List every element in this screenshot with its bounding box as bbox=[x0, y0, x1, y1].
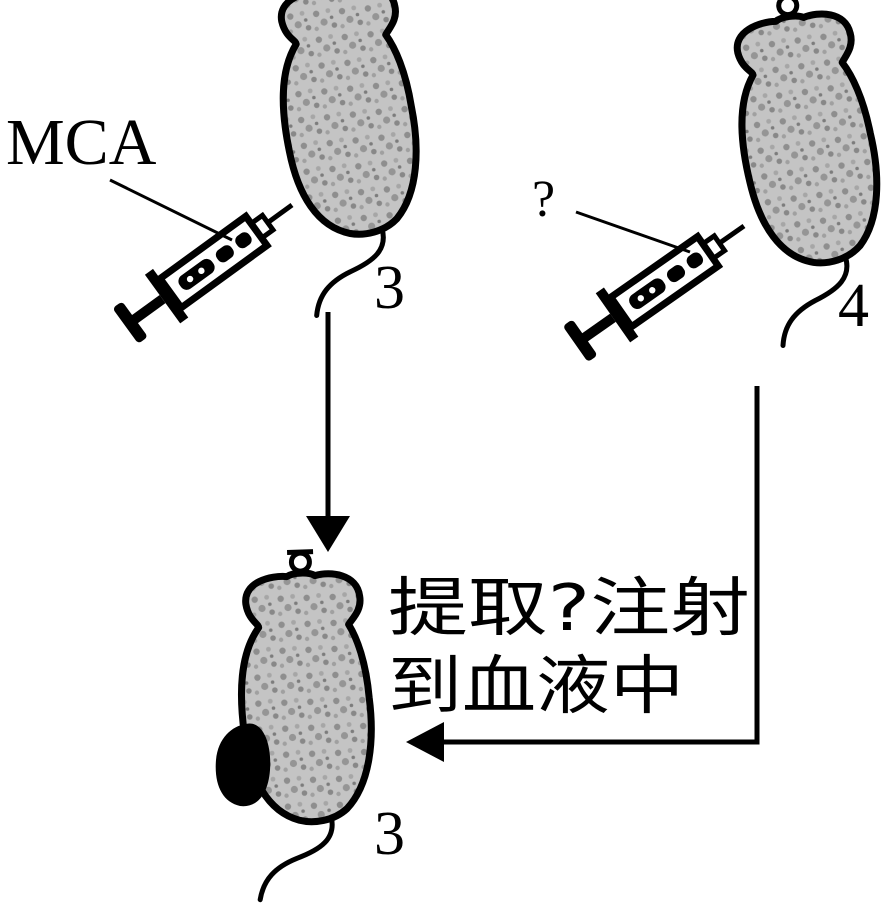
syringe-top-right bbox=[558, 201, 761, 368]
syringe-icon bbox=[108, 181, 310, 351]
mouse-bottom bbox=[215, 550, 378, 900]
tumor-icon bbox=[215, 723, 271, 807]
mouse-number-bottom: 3 bbox=[374, 800, 405, 868]
mouse-number-top-right: 4 bbox=[838, 272, 869, 340]
mouse-icon bbox=[236, 550, 377, 900]
instruction-line-1: 提取?注射 bbox=[388, 572, 750, 646]
arrow-icon bbox=[306, 516, 350, 552]
mouse-icon bbox=[269, 0, 433, 317]
instruction-line-2: 到血液中 bbox=[388, 650, 684, 724]
syringe-top-left bbox=[108, 181, 310, 351]
mouse-number-top-left: 3 bbox=[374, 254, 405, 322]
mca-label: MCA bbox=[6, 106, 157, 179]
unknown-pointer-line bbox=[575, 210, 691, 254]
arrow-down bbox=[306, 312, 350, 552]
arrow-transfer bbox=[406, 386, 760, 762]
unknown-substance-label: ? bbox=[532, 171, 555, 228]
mca-pointer-line bbox=[109, 178, 233, 242]
syringe-icon bbox=[558, 201, 761, 368]
arrow-icon bbox=[406, 722, 444, 762]
mouse-top-left bbox=[269, 0, 433, 317]
